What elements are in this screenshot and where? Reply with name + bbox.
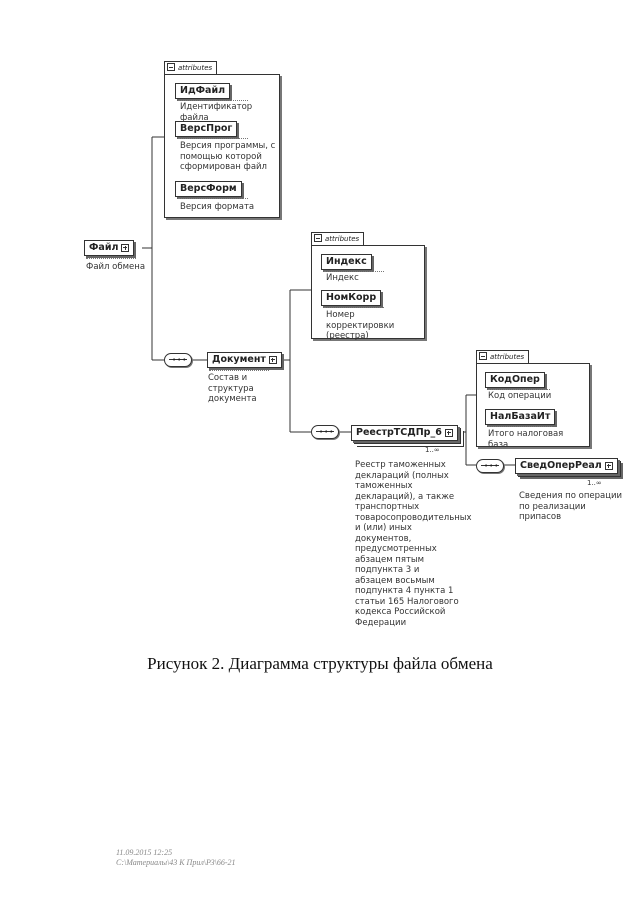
registry-element-desc: Реестр таможенных деклараций (полных там…: [355, 460, 472, 628]
sequence-compositor-icon[interactable]: •••: [164, 353, 192, 367]
attribute-type-line: [324, 307, 384, 308]
registry-cardinality: 1..∞: [425, 446, 440, 454]
attribute-index[interactable]: Индекс: [321, 254, 372, 270]
attribute-versform[interactable]: ВерсФорм: [175, 181, 242, 197]
operation-element-node[interactable]: СведОперРеал: [515, 458, 618, 474]
expand-icon[interactable]: [121, 243, 130, 252]
root-element-desc: Файл обмена: [86, 262, 146, 272]
operation-cardinality: 1..∞: [587, 479, 602, 487]
attribute-kodoper-desc: Код операции: [488, 391, 552, 401]
collapse-icon[interactable]: [167, 63, 175, 71]
attribute-nalbazait[interactable]: НалБазаИт: [485, 409, 556, 425]
attribute-type-line: [178, 100, 248, 101]
attribute-type-line: [178, 138, 248, 139]
attributes-label: attributes: [178, 64, 213, 72]
attribute-nomkorr-desc: Номер корректировки (реестра): [326, 310, 395, 341]
attribute-versprog[interactable]: ВерсПрог: [175, 121, 238, 137]
attribute-nalbazait-desc: Итого налоговая база: [488, 429, 564, 450]
attribute-type-line: [488, 389, 550, 390]
document-element-node[interactable]: Документ: [207, 352, 282, 368]
expand-icon[interactable]: [604, 461, 613, 470]
sequence-compositor-icon[interactable]: •••: [311, 425, 339, 439]
attribute-versform-desc: Версия формата: [180, 202, 255, 212]
collapse-icon[interactable]: [479, 352, 487, 360]
attribute-index-desc: Индекс: [326, 273, 359, 283]
registry-element-node-front[interactable]: РеестрТСДПр_6: [351, 425, 458, 441]
attribute-idfile-desc: Идентификатор файла: [180, 102, 253, 123]
root-attributes-tab[interactable]: attributes: [164, 61, 218, 74]
attribute-idfile[interactable]: ИдФайл: [175, 83, 231, 99]
footer-timestamp: 11.09.2015 12:25: [116, 848, 173, 857]
expand-icon[interactable]: [268, 355, 277, 364]
sequence-compositor-icon[interactable]: •••: [476, 459, 504, 473]
footer-path: С:\Материалы\43 К Прил\РЗ\66-21: [116, 858, 236, 867]
attribute-type-line: [324, 271, 384, 272]
expand-icon[interactable]: [444, 428, 453, 437]
attribute-nomkorr[interactable]: НомКорр: [321, 290, 382, 306]
root-element-node[interactable]: Файл: [84, 240, 135, 256]
operation-element-desc: Сведения по операции по реализации припа…: [519, 491, 623, 522]
collapse-icon[interactable]: [314, 234, 322, 242]
attribute-versprog-desc: Версия программы, с помощью которой сфор…: [180, 141, 276, 172]
attribute-kodoper[interactable]: КодОпер: [485, 372, 545, 388]
attribute-type-line: [488, 426, 552, 427]
attribute-type-line: [178, 198, 248, 199]
element-type-line: [86, 258, 136, 259]
registry-attributes-tab[interactable]: attributes: [476, 350, 530, 363]
document-attributes-tab[interactable]: attributes: [311, 232, 365, 245]
document-element-desc: Состав и структура документа: [208, 373, 257, 404]
element-type-line: [209, 370, 269, 371]
figure-caption: Рисунок 2. Диаграмма структуры файла обм…: [147, 654, 493, 673]
